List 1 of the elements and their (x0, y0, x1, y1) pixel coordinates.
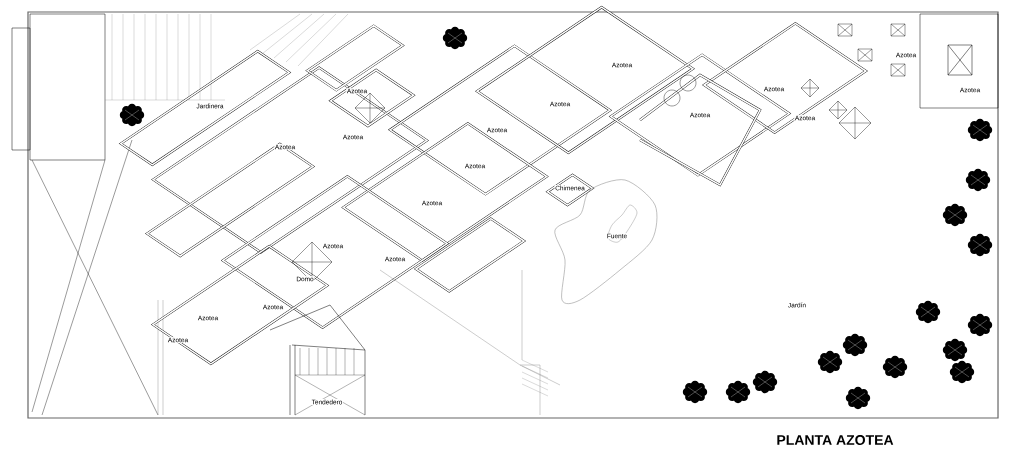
plan-title: PLANTA AZOTEA (777, 435, 894, 445)
